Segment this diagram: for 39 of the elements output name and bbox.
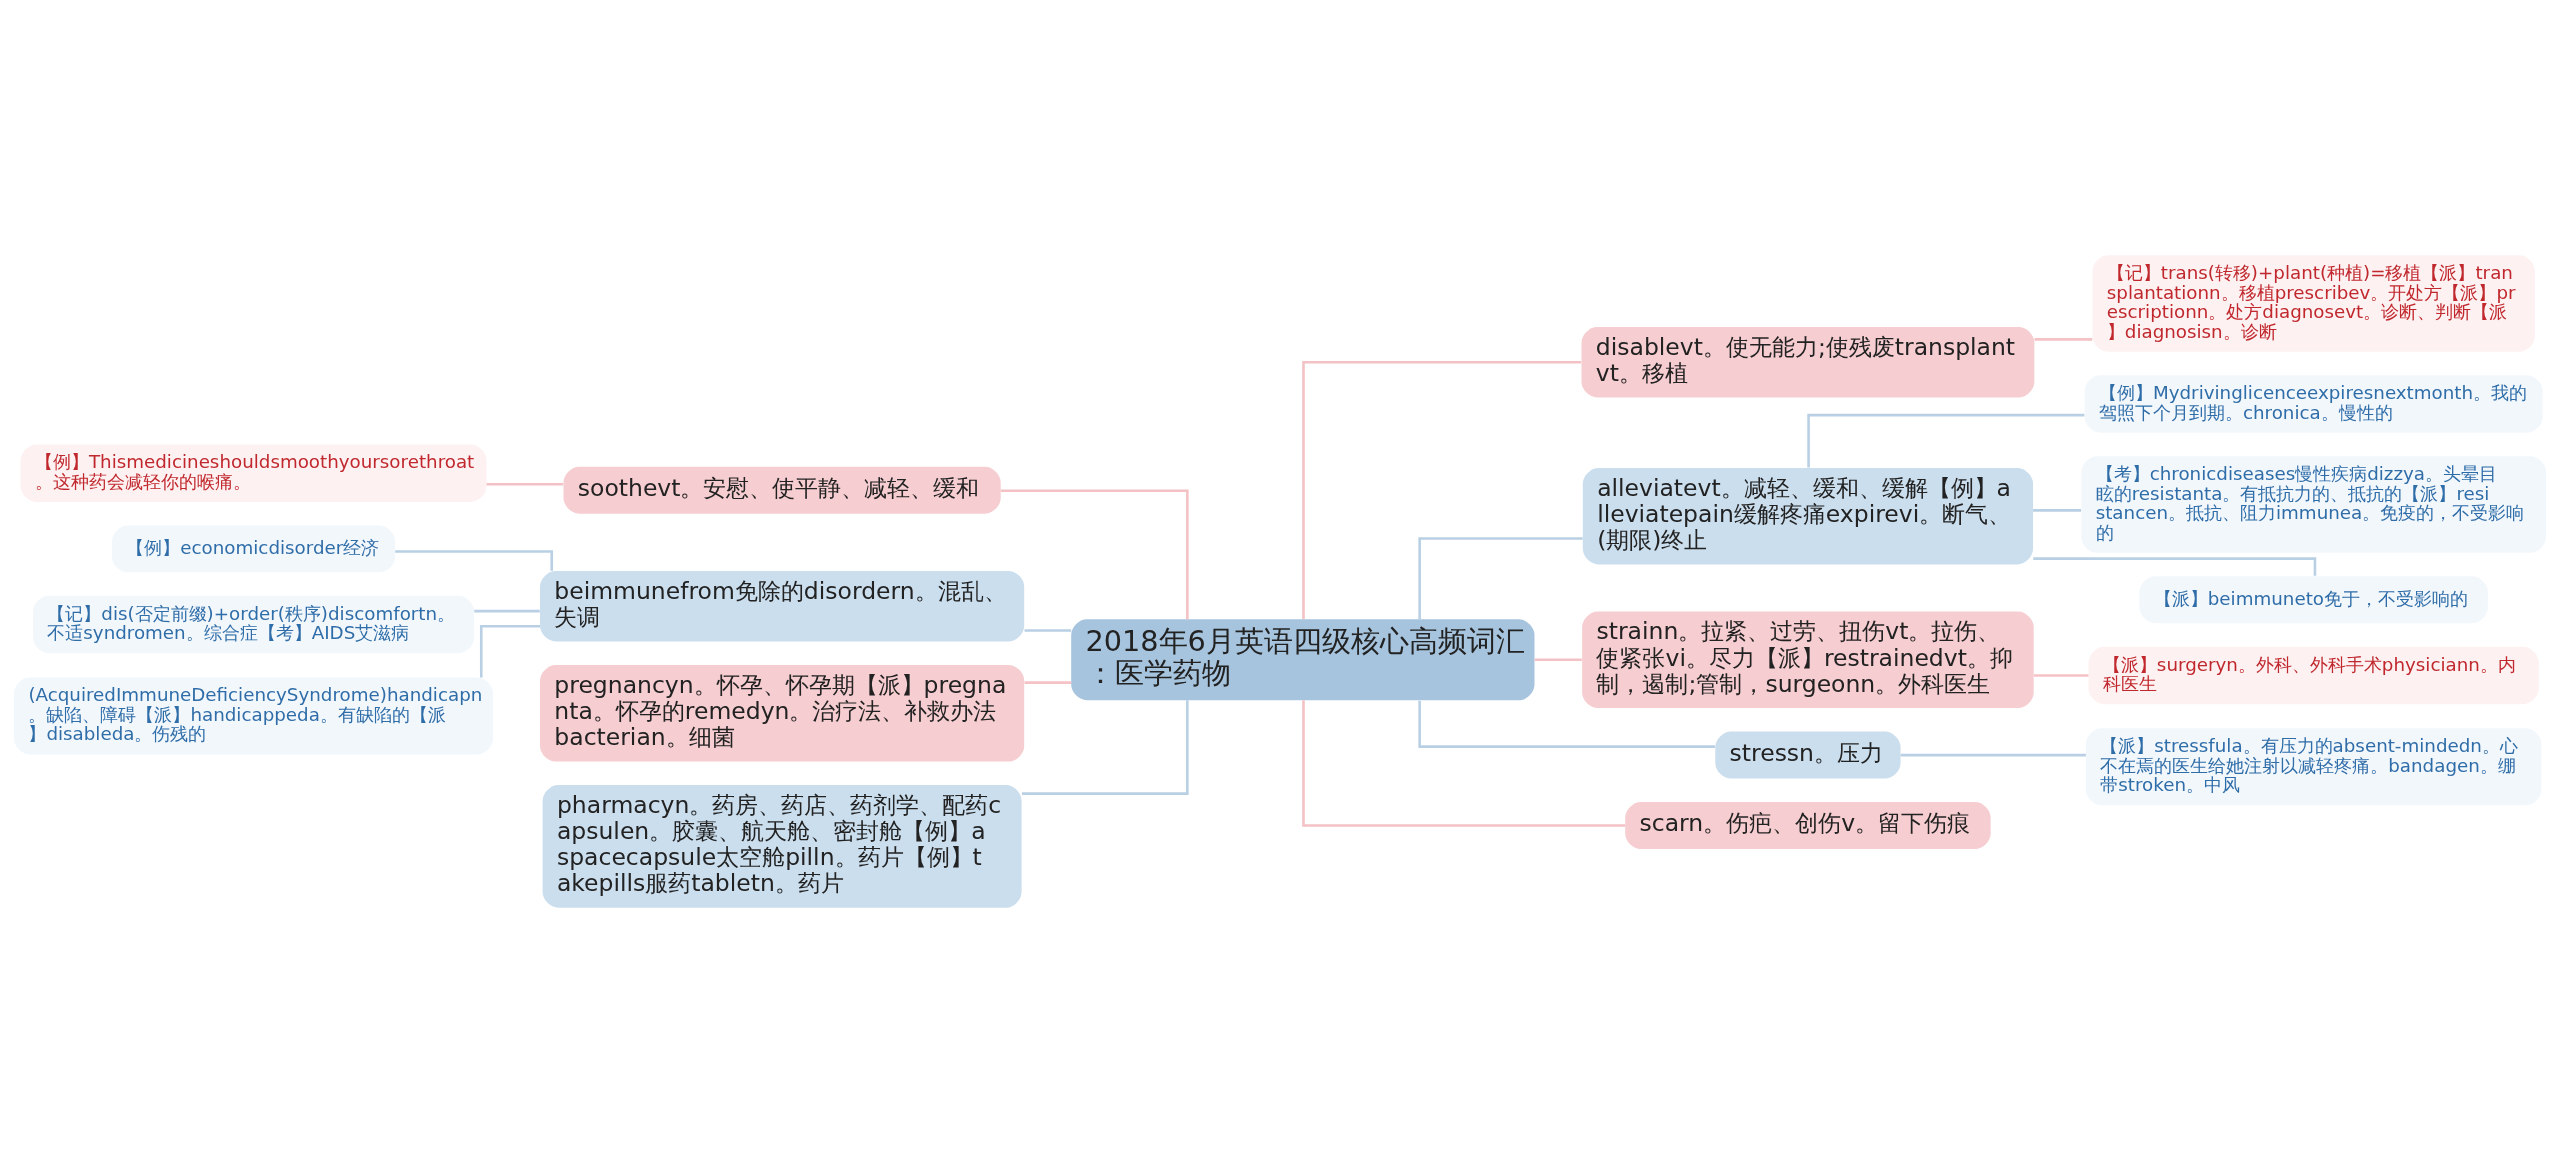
node-box: pregnancyn。怀孕、怀孕期【派】pregnanta。怀孕的remedyn。治疗法、补救办法bacterian。细菌 (540, 665, 1025, 762)
node-box: 【例】Mydrivinglicenceexpiresnextmonth。我的驾照下个月到期。chronica。慢性的 (2084, 375, 2543, 433)
connector (486, 482, 564, 486)
connector (474, 609, 540, 613)
node-box: 【例】Thismedicineshouldsmoothyoursorethroat。这种药会减轻你的喉痛。 (20, 444, 487, 502)
connector (1021, 700, 1189, 795)
node-box: 【例】economicdisorder经济 (111, 525, 396, 573)
node-box: 2018年6月英语四级核心高频词汇：医学药物 (1071, 619, 1535, 701)
connector (1024, 629, 1072, 632)
node-box: strainn。拉紧、过劳、扭伤vt。拉伤、使紧张vi。尽力【派】restrainedvt。抑制，遏制;管制，surgeonn。外科医生 (1582, 611, 2034, 709)
node-box: 【记】dis(否定前缀)+order(秩序)discomfortn。不适syndromen。综合症【考】AIDS艾滋病 (32, 595, 475, 654)
connector (2033, 557, 2317, 576)
connector (1807, 413, 2085, 468)
connector (2034, 338, 2093, 341)
connector (1900, 753, 2086, 757)
connector (1418, 700, 1715, 748)
node-box: 【记】trans(转移)+plant(种植)=移植【派】transplantationn。移植prescribev。开处方【派】prescriptionn。处方diagnosevt。诊断、判断【派】diagnosisn。诊断 (2092, 255, 2535, 352)
connector (395, 550, 554, 571)
connector (1302, 360, 1582, 620)
node-box: beimmunefrom免除的disordern。混乱、失调 (540, 571, 1025, 642)
connector (1000, 489, 1189, 620)
node-box: stressn。压力 (1715, 731, 1901, 779)
connector (1534, 658, 1582, 662)
node-box: 【派】beimmuneto免于，不受影响的 (2139, 576, 2488, 624)
node-box: soothevt。安慰、使平静、减轻、缓和 (563, 466, 1001, 514)
node-box: (AcquiredImmuneDeficiencySyndrome)handicapn。缺陷、障碍【派】handicappeda。有缺陷的【派】disableda。伤残的 (14, 677, 493, 755)
node-box: alleviatevt。减轻、缓和、缓解【例】alleviatepain缓解疼痛expirevi。断气、(期限)终止 (1582, 467, 2034, 565)
connector (479, 625, 540, 678)
node-box: 【考】chronicdiseases慢性疾病dizzya。头晕目眩的resistanta。有抵抗力的、抵抗的【派】resistancen。抵抗、阻力immunea。免疫的，不受影响的 (2081, 456, 2546, 553)
node-box: 【派】surgeryn。外科、外科手术physiciann。内科医生 (2088, 646, 2539, 705)
node-box: scarn。伤疤、创伤v。留下伤痕 (1625, 802, 1991, 850)
connector (2033, 674, 2089, 677)
connector (2033, 509, 2082, 512)
node-box: pharmacyn。药房、药店、药剂学、配药capsulen。胶囊、航天舱、密封舱【例】aspacecapsule太空舱pilln。药片【例】takepills服药tabletn。药片 (542, 785, 1022, 908)
node-box: disablevt。使无能力;使残废transplantvt。移植 (1581, 327, 2035, 398)
connector (1302, 700, 1626, 827)
connector (1024, 681, 1072, 684)
node-box: 【派】stressfula。有压力的absent-mindedn。心不在焉的医生给她注射以减轻疼痛。bandagen。绷带stroken。中风 (2085, 728, 2542, 806)
connector (1418, 537, 1583, 620)
